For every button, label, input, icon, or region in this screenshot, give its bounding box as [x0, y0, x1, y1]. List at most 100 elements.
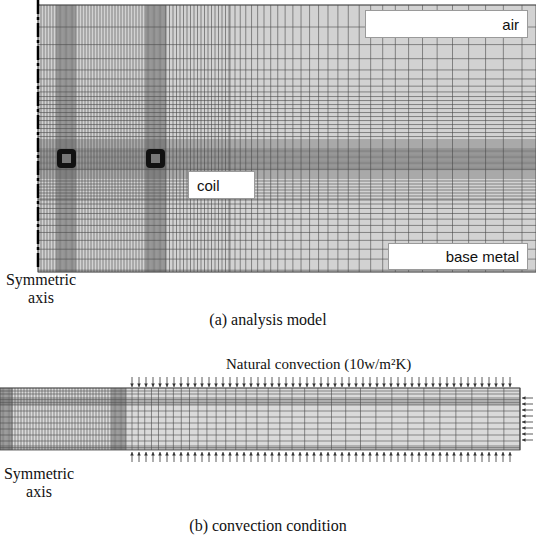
convection-arrow [480, 377, 484, 387]
mesh-line [67, 5, 68, 272]
mesh-line [38, 196, 536, 197]
convection-arrow [417, 452, 421, 462]
analysis-mesh [38, 0, 536, 272]
mesh-line [38, 58, 536, 59]
mesh-line [63, 5, 64, 272]
mesh-line [109, 5, 110, 272]
convection-arrow [214, 377, 218, 387]
mesh-line [0, 435, 520, 436]
mesh-line [38, 168, 536, 169]
convection-arrow [347, 452, 351, 462]
mesh-line [522, 5, 523, 272]
mesh-line [112, 5, 113, 272]
mesh-line [38, 158, 536, 159]
mesh-line [38, 108, 536, 109]
mesh-line [38, 142, 536, 143]
mesh-line [208, 5, 209, 272]
mesh-line [152, 5, 153, 272]
mesh-line [257, 5, 258, 272]
mesh-line [66, 5, 67, 272]
mesh-line [183, 5, 184, 272]
mesh-line [230, 5, 231, 272]
mesh-line [38, 148, 536, 149]
convection-arrow [228, 377, 232, 387]
mesh-line [133, 5, 134, 272]
mesh-line [222, 5, 223, 272]
mesh-line [165, 5, 166, 272]
mesh-line [197, 5, 198, 272]
mesh-ground [0, 388, 520, 450]
mesh-line [38, 104, 536, 105]
mesh-line [76, 5, 77, 272]
mesh-line [157, 5, 158, 272]
convection-arrow [130, 452, 134, 462]
convection-arrow [445, 377, 449, 387]
mesh-line [50, 5, 51, 272]
convection-arrow [235, 377, 239, 387]
coil-core [151, 154, 160, 163]
convection-arrow [368, 452, 372, 462]
convection-arrow [494, 452, 498, 462]
mesh-line [292, 5, 293, 272]
convection-arrow [438, 377, 442, 387]
convection-arrow [200, 452, 204, 462]
convection-arrow [144, 377, 148, 387]
mesh-line [65, 5, 66, 272]
mesh-line [38, 144, 536, 145]
mesh-line [145, 5, 146, 272]
coil-section [57, 149, 76, 168]
convection-arrow [319, 452, 323, 462]
convection-arrow [270, 452, 274, 462]
convection-arrow [501, 452, 505, 462]
mesh-line [38, 167, 536, 168]
convection-arrow [298, 377, 302, 387]
mesh-line [0, 411, 520, 412]
mesh-line [0, 447, 520, 448]
convection-arrow [284, 452, 288, 462]
mesh-line [127, 5, 128, 272]
mesh-line [327, 5, 328, 272]
mesh-line [136, 5, 137, 272]
mesh-line [38, 232, 536, 233]
mesh-line [285, 5, 286, 272]
mesh-line [437, 5, 438, 272]
convection-arrow [375, 377, 379, 387]
convection-arrow [277, 377, 281, 387]
mesh-line [38, 5, 536, 6]
convection-arrow [193, 377, 197, 387]
mesh-line [154, 5, 155, 272]
mesh-line [57, 5, 58, 272]
mesh-line [149, 5, 150, 272]
mesh-line [82, 5, 83, 272]
convection-arrow [270, 377, 274, 387]
convection-arrow [228, 452, 232, 462]
convection-arrow [193, 452, 197, 462]
mesh-line [38, 116, 536, 117]
convection-arrow [291, 377, 295, 387]
mesh-line [264, 5, 265, 272]
mesh-line [0, 441, 520, 442]
mesh-line [166, 5, 167, 272]
convection-arrow [172, 377, 176, 387]
mesh-line [38, 124, 536, 125]
convection-arrow [340, 452, 344, 462]
convection-arrow [179, 452, 183, 462]
convection-arrow [382, 452, 386, 462]
mesh-line [0, 429, 520, 430]
convection-arrow [522, 402, 533, 406]
convection-arrow [333, 452, 337, 462]
mesh-line [38, 172, 536, 173]
mesh-line [38, 162, 536, 163]
mesh-line [163, 5, 164, 272]
mesh-line [38, 86, 536, 87]
mesh-line [91, 5, 92, 272]
mesh-line [38, 154, 536, 155]
mesh-line [180, 5, 181, 272]
mesh-line [88, 5, 89, 272]
mesh-line [38, 199, 536, 200]
convection-arrow [522, 396, 533, 400]
convection-arrow [403, 452, 407, 462]
mesh-line [38, 225, 536, 226]
